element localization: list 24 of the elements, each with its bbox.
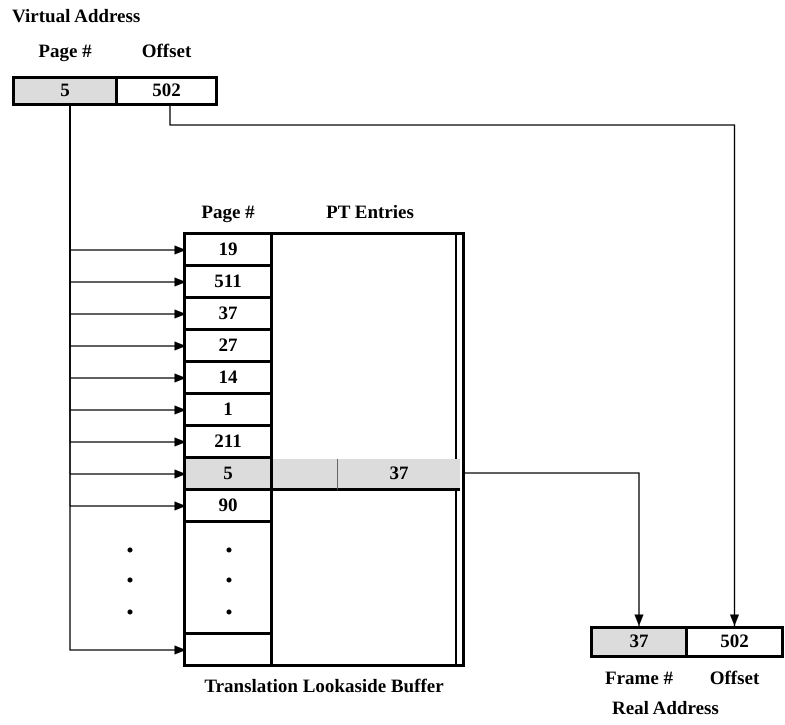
table-cell: 27 bbox=[186, 331, 273, 363]
table-cell: 1 bbox=[186, 395, 273, 427]
table-cell: 37 bbox=[186, 299, 273, 331]
table-cell: 14 bbox=[186, 363, 273, 395]
arrow bbox=[169, 106, 740, 626]
arrow bbox=[465, 472, 644, 626]
column-header: Offset bbox=[140, 41, 192, 63]
address-field: 502 bbox=[115, 76, 218, 106]
group-title: Real Address bbox=[612, 698, 719, 720]
address-field: 37 bbox=[590, 626, 688, 658]
column-header: Page # bbox=[37, 41, 93, 63]
table-caption: Translation Lookaside Buffer bbox=[203, 676, 445, 698]
table-cell: 19 bbox=[186, 235, 273, 267]
column-header: Frame # bbox=[604, 668, 674, 690]
address-field: 5 bbox=[12, 76, 118, 106]
column-header: Offset bbox=[708, 668, 760, 690]
address-field: 502 bbox=[685, 626, 784, 658]
table-cell: 90 bbox=[186, 491, 273, 523]
column-header: PT Entries bbox=[325, 202, 415, 224]
table-cell: 511 bbox=[186, 267, 273, 299]
table-cell: 37 bbox=[338, 459, 460, 491]
group-title: Virtual Address bbox=[12, 6, 140, 28]
column-header: Page # bbox=[200, 202, 256, 224]
table-cell: 5 bbox=[186, 459, 273, 491]
